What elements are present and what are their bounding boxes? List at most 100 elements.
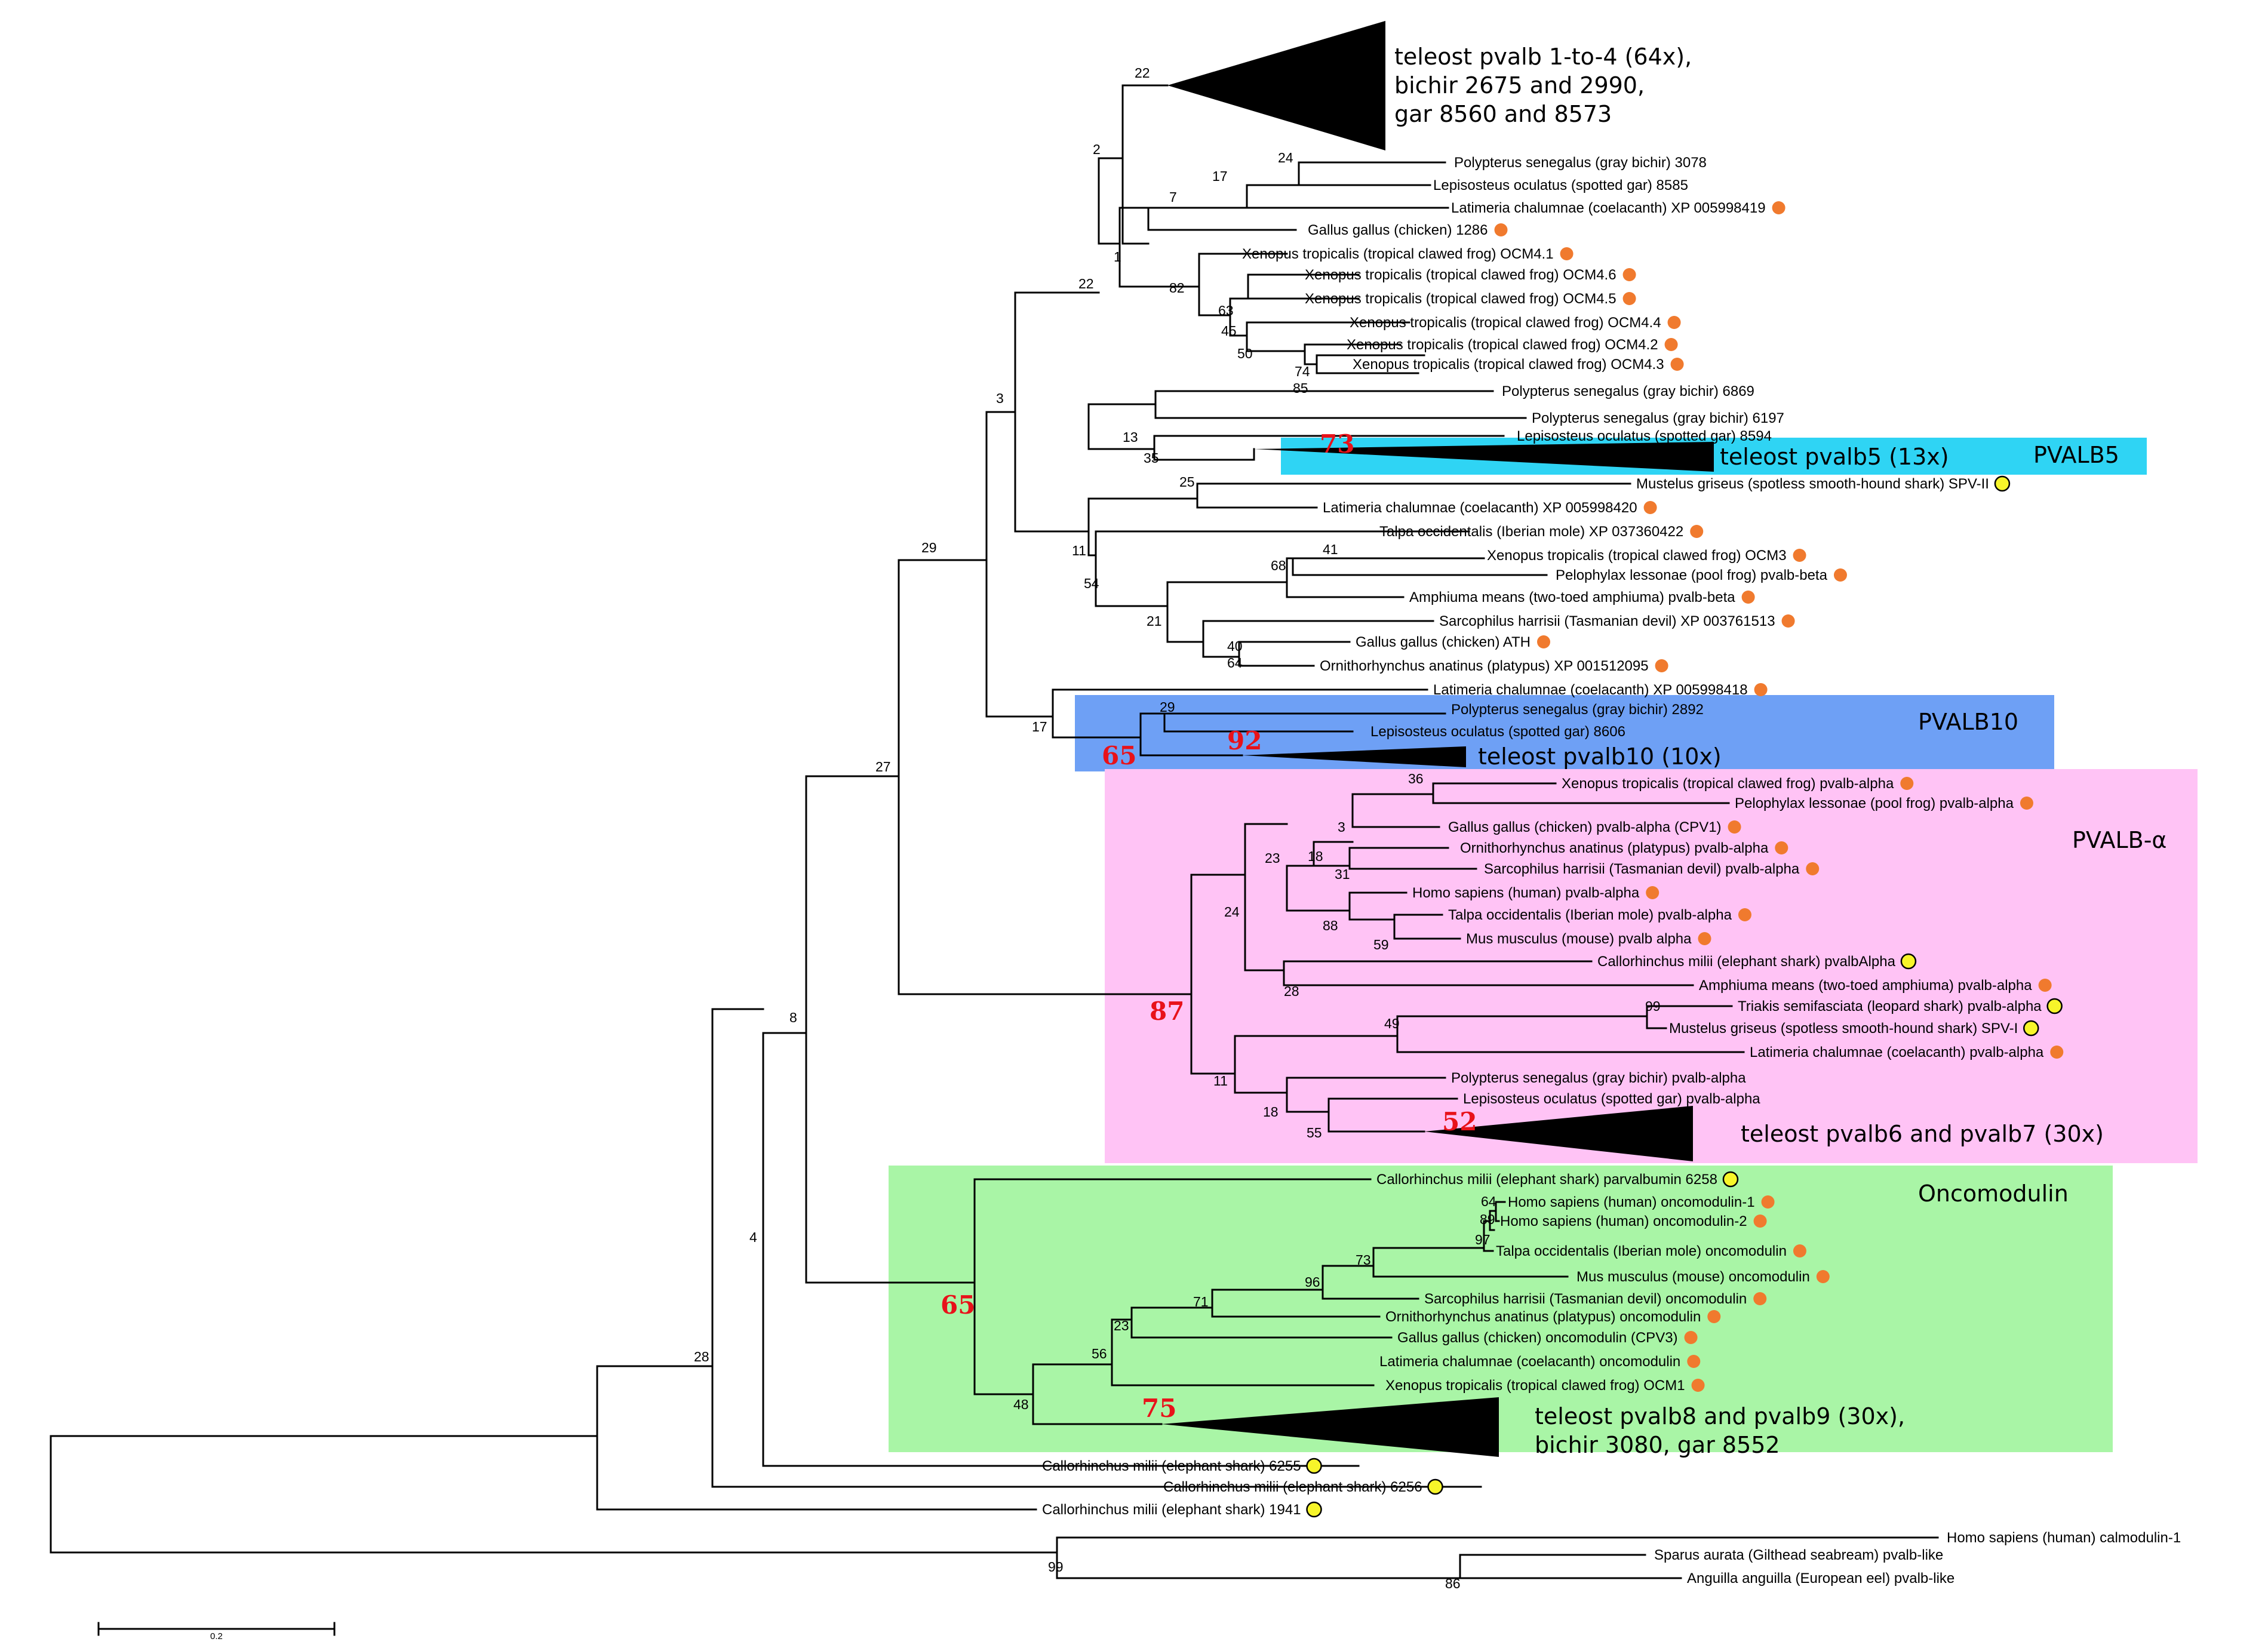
- leaf-label: Polypterus senegalus (gray bichir) pvalb…: [1451, 1070, 1746, 1086]
- mammal-marker-dot: [1781, 614, 1795, 628]
- mammal-marker-dot: [1728, 820, 1741, 834]
- support-value: 99: [1048, 1559, 1064, 1575]
- leaf-label: Lepisosteus oculatus (spotted gar) pvalb…: [1463, 1091, 1760, 1107]
- support-value: 29: [921, 540, 937, 555]
- support-value: 63: [1218, 303, 1234, 318]
- clade-title-oncomodulin: Oncomodulin: [1918, 1180, 2069, 1207]
- collapsed-label-pvalb8-9: teleost pvalb8 and pvalb9 (30x), bichir …: [1535, 1403, 1912, 1458]
- leaf-label: Homo sapiens (human) oncomodulin-1: [1508, 1194, 1755, 1210]
- support-value: 71: [1193, 1294, 1209, 1309]
- shark-marker-dot: [2023, 1020, 2039, 1037]
- mammal-marker-dot: [1806, 862, 1820, 875]
- mammal-marker-dot: [1687, 1355, 1701, 1368]
- leaf-label: Talpa occidentalis (Iberian mole) oncomo…: [1496, 1243, 1787, 1259]
- leaf-label: Xenopus tropicalis (tropical clawed frog…: [1347, 337, 1658, 353]
- support-value: 74: [1295, 364, 1310, 379]
- leaf-label: Xenopus tropicalis (tropical clawed frog…: [1385, 1378, 1685, 1394]
- support-value: 99: [1645, 998, 1661, 1014]
- collapsed-label-pvalb1to4: teleost pvalb 1-to-4 (64x), bichir 2675 …: [1394, 44, 1699, 127]
- mammal-marker-dot: [1646, 886, 1659, 899]
- leaf-label: Gallus gallus (chicken) ATH: [1356, 634, 1531, 650]
- support-value: 22: [1135, 65, 1150, 81]
- collapsed-label-line: teleost pvalb8 and pvalb9 (30x),: [1535, 1403, 1905, 1429]
- leaf-label: Xenopus tropicalis (tropical clawed frog…: [1350, 315, 1661, 331]
- support-value: 11: [1072, 543, 1086, 558]
- leaf-markers: [1306, 201, 2064, 1518]
- leaf-label: Homo sapiens (human) oncomodulin-2: [1500, 1213, 1747, 1229]
- mammal-marker-dot: [1793, 549, 1806, 562]
- leaf-label: Xenopus tropicalis (tropical clawed frog…: [1353, 356, 1664, 373]
- leaf-label: Sparus aurata (Gilthead seabream) pvalb-…: [1654, 1547, 1943, 1563]
- leaf-label: Pelophylax lessonae (pool frog) pvalb-be…: [1556, 567, 1828, 583]
- highlighted-support-value: 65: [941, 1290, 975, 1320]
- mammal-marker-dot: [1793, 1244, 1806, 1257]
- clade-title-pvalb10: PVALB10: [1918, 709, 2018, 735]
- leaf-label: Polypterus senegalus (gray bichir) 6197: [1532, 410, 1784, 426]
- support-value: 88: [1323, 918, 1338, 933]
- support-value: 64: [1227, 655, 1243, 671]
- mammal-marker-dot: [1833, 568, 1847, 582]
- leaf-label: Gallus gallus (chicken) 1286: [1308, 222, 1488, 238]
- leaf-label: Callorhinchus milii (elephant shark) pva…: [1597, 954, 1896, 970]
- leaf-label: Sarcophilus harrisii (Tasmanian devil) o…: [1424, 1291, 1747, 1307]
- support-value: 17: [1032, 719, 1047, 734]
- leaf-label: Ornithorhynchus anatinus (platypus) XP 0…: [1320, 658, 1649, 674]
- highlighted-support-value: 73: [1320, 429, 1354, 459]
- support-value: 18: [1263, 1104, 1279, 1120]
- leaf-label: Xenopus tropicalis (tropical clawed frog…: [1487, 548, 1787, 564]
- leaf-label: Gallus gallus (chicken) oncomodulin (CPV…: [1397, 1330, 1678, 1346]
- mammal-marker-dot: [1622, 268, 1636, 281]
- support-values: 2222417718263455074228513353251154684121…: [694, 65, 1661, 1591]
- mammal-marker-dot: [1900, 777, 1914, 790]
- leaf-label: Mustelus griseus (spotless smooth-hound …: [1669, 1020, 2018, 1037]
- leaf-label: Xenopus tropicalis (tropical clawed frog…: [1305, 291, 1617, 307]
- support-value: 3: [996, 391, 1004, 406]
- support-value: 17: [1212, 168, 1228, 184]
- mammal-marker-dot: [1753, 1292, 1767, 1305]
- mammal-marker-dot: [1772, 201, 1785, 214]
- leaf-label: Gallus gallus (chicken) pvalb-alpha (CPV…: [1448, 819, 1722, 835]
- support-value: 73: [1356, 1252, 1371, 1268]
- mammal-marker-dot: [1560, 247, 1574, 260]
- support-value: 11: [1213, 1073, 1228, 1089]
- collapsed-label-pvalb10: teleost pvalb10 (10x): [1478, 743, 1722, 770]
- support-value: 25: [1179, 474, 1195, 490]
- collapsed-clade-triangle: [1254, 442, 1714, 472]
- collapsed-label-line: teleost pvalb 1-to-4 (64x),: [1394, 44, 1692, 70]
- shark-marker-dot: [1427, 1478, 1443, 1495]
- mammal-marker-dot: [1754, 683, 1768, 696]
- mammal-marker-dot: [1698, 932, 1711, 945]
- mammal-marker-dot: [1753, 1215, 1767, 1228]
- leaf-label: Talpa occidentalis (Iberian mole) XP 037…: [1379, 524, 1683, 540]
- mammal-marker-dot: [1684, 1331, 1698, 1344]
- leaf-label: Pelophylax lessonae (pool frog) pvalb-al…: [1735, 795, 2014, 811]
- support-value: 35: [1144, 450, 1159, 466]
- shark-marker-dot: [1900, 953, 1917, 970]
- highlighted-support-value: 52: [1442, 1107, 1477, 1136]
- mammal-marker-dot: [1494, 223, 1508, 236]
- collapsed-clade-triangle: [1167, 21, 1385, 150]
- mammal-marker-dot: [1643, 501, 1657, 514]
- support-value: 59: [1373, 937, 1389, 952]
- support-value: 56: [1092, 1346, 1107, 1361]
- mammal-marker-dot: [1622, 292, 1636, 305]
- shark-marker-dot: [2046, 998, 2063, 1014]
- clade-box-oncomodulin: [889, 1166, 2113, 1452]
- support-value: 55: [1307, 1125, 1322, 1140]
- support-value: 1: [1114, 249, 1121, 265]
- highlighted-support-value: 87: [1150, 997, 1184, 1026]
- leaf-label: Homo sapiens (human) calmodulin-1: [1947, 1530, 2181, 1546]
- leaf-label: Latimeria chalumnae (coelacanth) XP 0059…: [1323, 500, 1637, 516]
- mammal-marker-dot: [1655, 659, 1668, 672]
- support-value: 28: [1284, 983, 1299, 999]
- leaf-label: Xenopus tropicalis (tropical clawed frog…: [1242, 246, 1554, 262]
- mammal-marker-dot: [2020, 797, 2033, 810]
- leaf-label: Lepisosteus oculatus (spotted gar) 8585: [1433, 177, 1688, 193]
- leaf-label: Sarcophilus harrisii (Tasmanian devil) X…: [1439, 613, 1775, 629]
- clade-title-pvalb5: PVALB5: [2033, 442, 2119, 468]
- leaf-label: Xenopus tropicalis (tropical clawed frog…: [1562, 776, 1894, 792]
- mammal-marker-dot: [2050, 1046, 2064, 1059]
- support-value: 64: [1481, 1194, 1496, 1209]
- support-value: 96: [1305, 1274, 1320, 1290]
